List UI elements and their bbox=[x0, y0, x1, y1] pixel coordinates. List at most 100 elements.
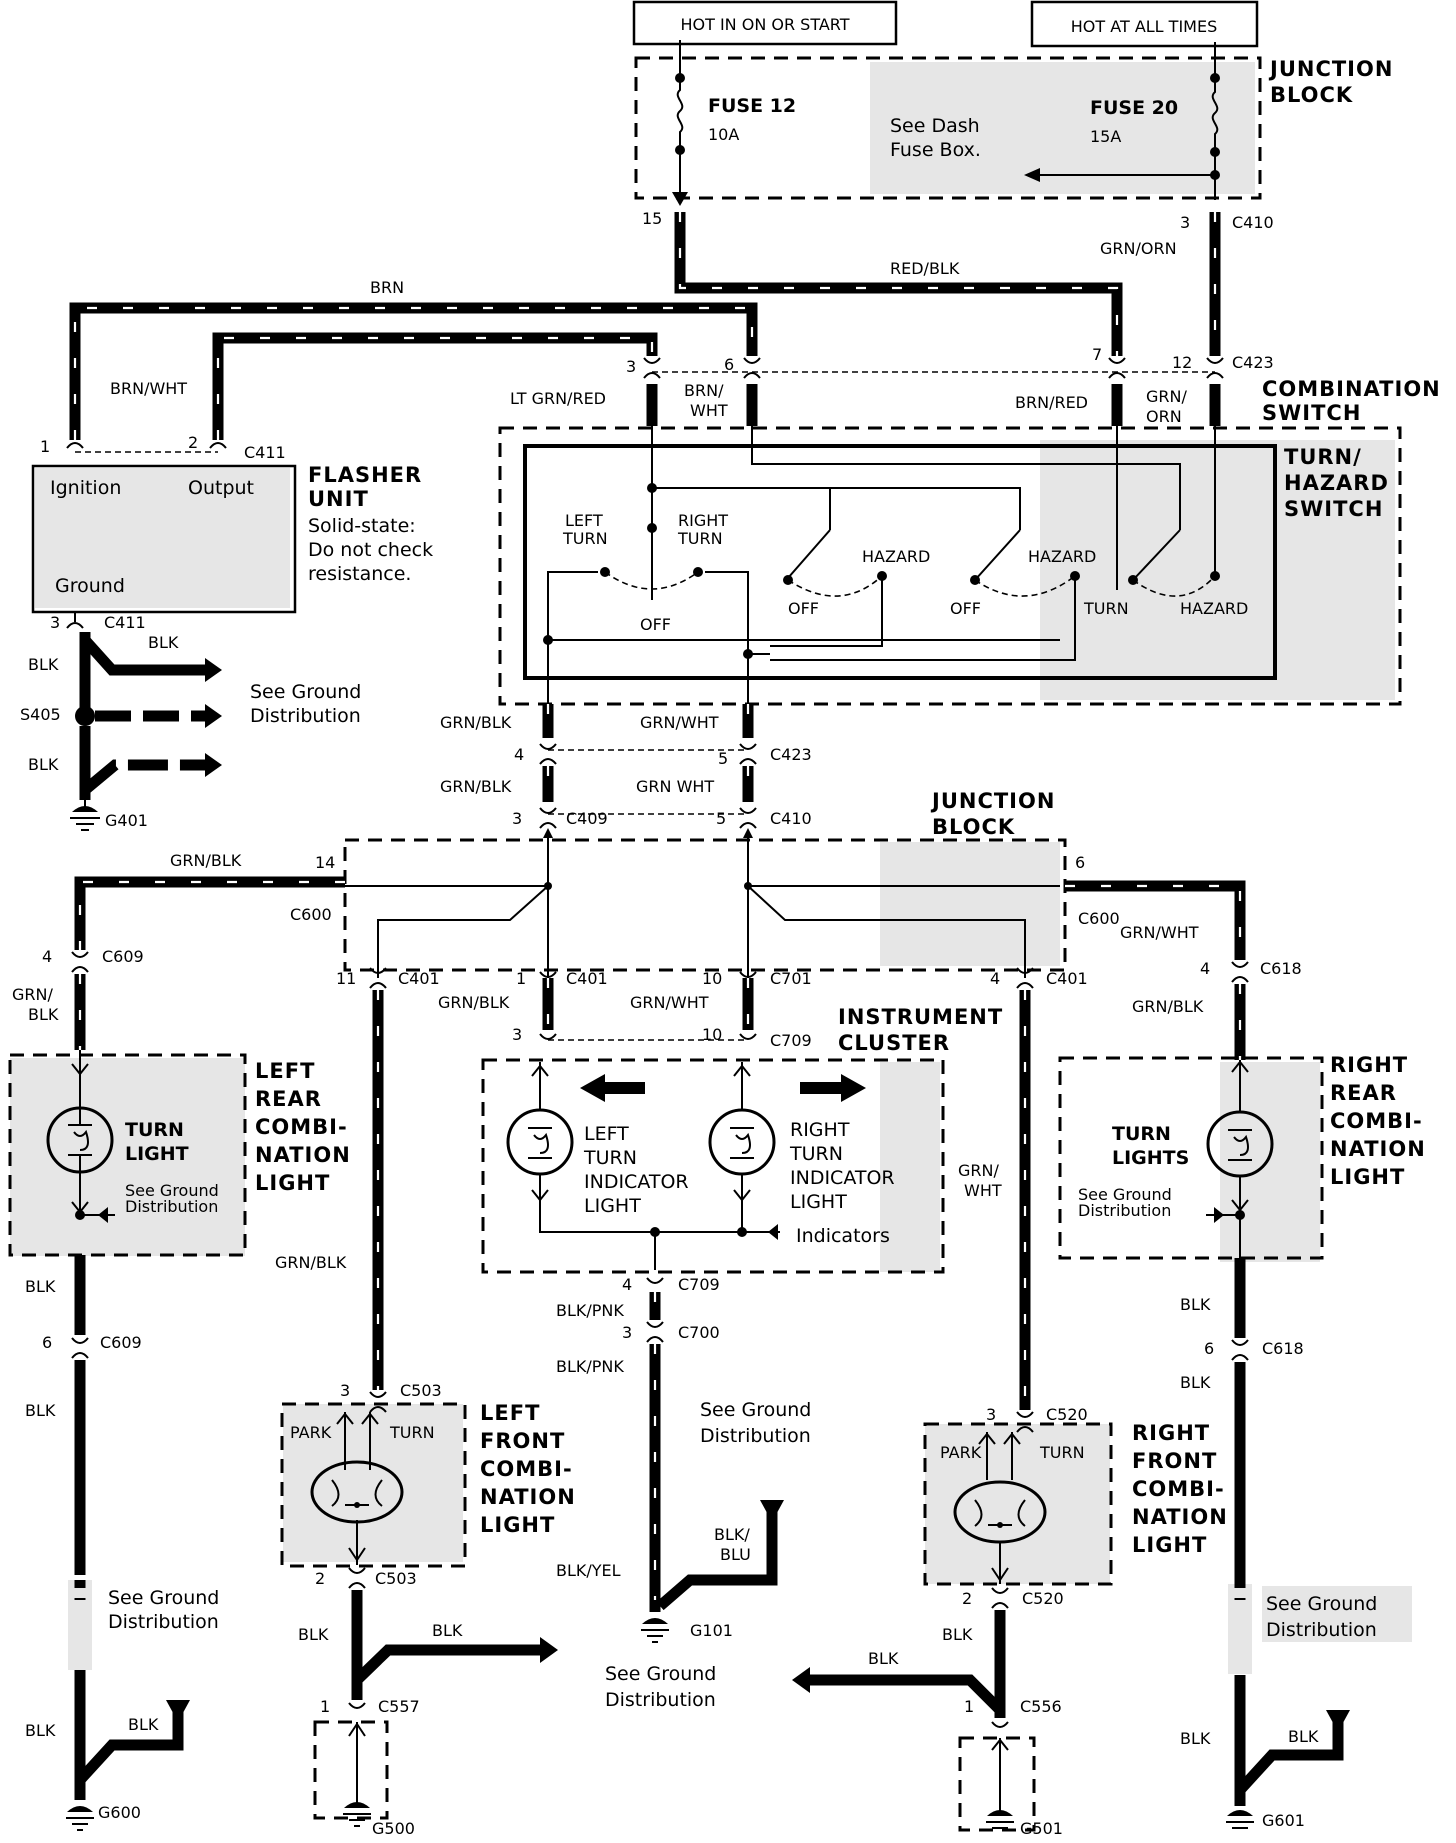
svg-text:Output: Output bbox=[188, 477, 254, 499]
svg-text:WHT: WHT bbox=[964, 1181, 1002, 1200]
svg-text:3: 3 bbox=[340, 1381, 350, 1400]
svg-text:GRN/WHT: GRN/WHT bbox=[640, 713, 719, 732]
svg-text:BLK/YEL: BLK/YEL bbox=[556, 1561, 621, 1580]
svg-text:C609: C609 bbox=[100, 1333, 142, 1352]
svg-text:4: 4 bbox=[1200, 959, 1210, 978]
svg-text:2: 2 bbox=[962, 1589, 972, 1608]
svg-text:GRN/BLK: GRN/BLK bbox=[275, 1253, 347, 1272]
instrument-cluster: INSTRUMENT CLUSTER LEFT TURN INDICATOR L… bbox=[481, 1005, 1003, 1274]
svg-text:BLK: BLK bbox=[1288, 1727, 1319, 1746]
svg-text:BLK: BLK bbox=[1180, 1373, 1211, 1392]
svg-text:Solid-state:: Solid-state: bbox=[308, 515, 416, 537]
svg-text:GRN/BLK: GRN/BLK bbox=[440, 777, 512, 796]
hot-at-all-times-banner: HOT AT ALL TIMES bbox=[1030, 0, 1259, 48]
c423-top-label: C423 bbox=[1232, 353, 1274, 372]
svg-text:INDICATOR: INDICATOR bbox=[790, 1167, 895, 1189]
brn-wht-label: BRN/WHT bbox=[110, 379, 187, 398]
c409-label: C409 bbox=[566, 809, 608, 828]
svg-text:NATION: NATION bbox=[1330, 1137, 1426, 1161]
c557-label: C557 bbox=[378, 1697, 420, 1716]
svg-text:JUNCTION: JUNCTION bbox=[930, 789, 1055, 813]
svg-text:BLU: BLU bbox=[720, 1545, 751, 1564]
svg-text:C618: C618 bbox=[1262, 1339, 1304, 1358]
svg-text:REAR: REAR bbox=[255, 1087, 322, 1111]
svg-text:HAZARD: HAZARD bbox=[1028, 547, 1096, 566]
svg-text:NATION: NATION bbox=[1132, 1505, 1228, 1529]
pin-15: 15 bbox=[642, 209, 662, 228]
red-blk-label: RED/BLK bbox=[890, 259, 960, 278]
svg-text:GRN/BLK: GRN/BLK bbox=[438, 993, 510, 1012]
svg-text:BRN/: BRN/ bbox=[684, 381, 724, 400]
svg-text:PARK: PARK bbox=[940, 1443, 982, 1462]
svg-text:HAZARD: HAZARD bbox=[862, 547, 930, 566]
svg-text:GRN/: GRN/ bbox=[12, 985, 53, 1004]
svg-text:C503: C503 bbox=[375, 1569, 417, 1588]
svg-text:RIGHT: RIGHT bbox=[790, 1119, 850, 1141]
svg-text:C401: C401 bbox=[566, 969, 608, 988]
brn-red-label: BRN/RED bbox=[1015, 393, 1088, 412]
right-rear-combination-light: TURN LIGHTS See Ground Distribution RIGH… bbox=[1058, 1053, 1426, 1260]
svg-text:12: 12 bbox=[1172, 353, 1192, 372]
svg-text:LEFT: LEFT bbox=[480, 1401, 540, 1425]
svg-text:BLK: BLK bbox=[1180, 1729, 1211, 1748]
svg-text:Distribution: Distribution bbox=[125, 1197, 218, 1216]
svg-text:TURN: TURN bbox=[125, 1119, 184, 1141]
svg-text:TURN: TURN bbox=[562, 529, 608, 548]
svg-text:LIGHT: LIGHT bbox=[1330, 1165, 1405, 1189]
svg-text:11: 11 bbox=[336, 969, 356, 988]
svg-text:BLK: BLK bbox=[128, 1715, 159, 1734]
svg-text:COMBI-: COMBI- bbox=[1330, 1109, 1423, 1133]
red-blk-wire bbox=[674, 212, 1123, 356]
c410-label: C410 bbox=[1232, 213, 1274, 232]
svg-text:See Ground: See Ground bbox=[250, 681, 361, 703]
svg-text:BLK: BLK bbox=[25, 1277, 56, 1296]
svg-text:HAZARD: HAZARD bbox=[1180, 599, 1248, 618]
c401-left-label: C401 bbox=[398, 969, 440, 988]
svg-text:GRN/: GRN/ bbox=[958, 1161, 999, 1180]
brn-label: BRN bbox=[370, 278, 404, 297]
g401-label: G401 bbox=[105, 811, 148, 830]
svg-text:TURN: TURN bbox=[1083, 599, 1129, 618]
c609-top-label: C609 bbox=[102, 947, 144, 966]
svg-text:SWITCH: SWITCH bbox=[1284, 497, 1383, 521]
svg-text:LIGHT: LIGHT bbox=[1132, 1533, 1207, 1557]
svg-text:REAR: REAR bbox=[1330, 1081, 1397, 1105]
svg-text:BLK: BLK bbox=[28, 1005, 59, 1024]
svg-text:TURN: TURN bbox=[677, 529, 723, 548]
svg-text:BLOCK: BLOCK bbox=[932, 815, 1015, 839]
svg-text:1: 1 bbox=[40, 437, 50, 456]
c411-top-label: C411 bbox=[244, 443, 286, 462]
flasher-unit: Ignition Output Ground FLASHER UNIT Soli… bbox=[31, 463, 433, 614]
svg-text:15A: 15A bbox=[1090, 127, 1121, 146]
svg-text:BLK: BLK bbox=[28, 755, 59, 774]
svg-text:ORN: ORN bbox=[1146, 407, 1182, 426]
combo-switch-shade bbox=[1040, 440, 1395, 700]
svg-text:5: 5 bbox=[718, 749, 728, 768]
svg-text:NATION: NATION bbox=[255, 1143, 351, 1167]
svg-text:7: 7 bbox=[1092, 345, 1102, 364]
svg-text:Do not check: Do not check bbox=[308, 539, 433, 561]
svg-text:LIGHT: LIGHT bbox=[480, 1513, 555, 1537]
svg-text:TURN: TURN bbox=[789, 1143, 843, 1165]
c520-top-label: C520 bbox=[1046, 1405, 1088, 1424]
svg-text:LIGHT: LIGHT bbox=[790, 1191, 847, 1213]
svg-text:See Ground: See Ground bbox=[125, 1181, 219, 1200]
svg-text:GRN/BLK: GRN/BLK bbox=[440, 713, 512, 732]
svg-text:resistance.: resistance. bbox=[308, 563, 411, 585]
svg-text:1: 1 bbox=[516, 969, 526, 988]
c618-top-label: C618 bbox=[1260, 959, 1302, 978]
svg-text:10: 10 bbox=[702, 1025, 722, 1044]
svg-text:TURN: TURN bbox=[1039, 1443, 1085, 1462]
svg-text:JUNCTION: JUNCTION bbox=[1268, 57, 1393, 81]
svg-text:1: 1 bbox=[964, 1697, 974, 1716]
svg-text:BLK: BLK bbox=[25, 1401, 56, 1420]
svg-text:1: 1 bbox=[320, 1697, 330, 1716]
svg-text:6: 6 bbox=[42, 1333, 52, 1352]
g101-label: G101 bbox=[690, 1621, 733, 1640]
svg-text:COMBINATION: COMBINATION bbox=[1262, 377, 1441, 401]
svg-text:14: 14 bbox=[315, 853, 335, 872]
svg-text:INSTRUMENT: INSTRUMENT bbox=[838, 1005, 1003, 1029]
svg-text:COMBI-: COMBI- bbox=[480, 1457, 573, 1481]
svg-text:OFF: OFF bbox=[950, 599, 981, 618]
